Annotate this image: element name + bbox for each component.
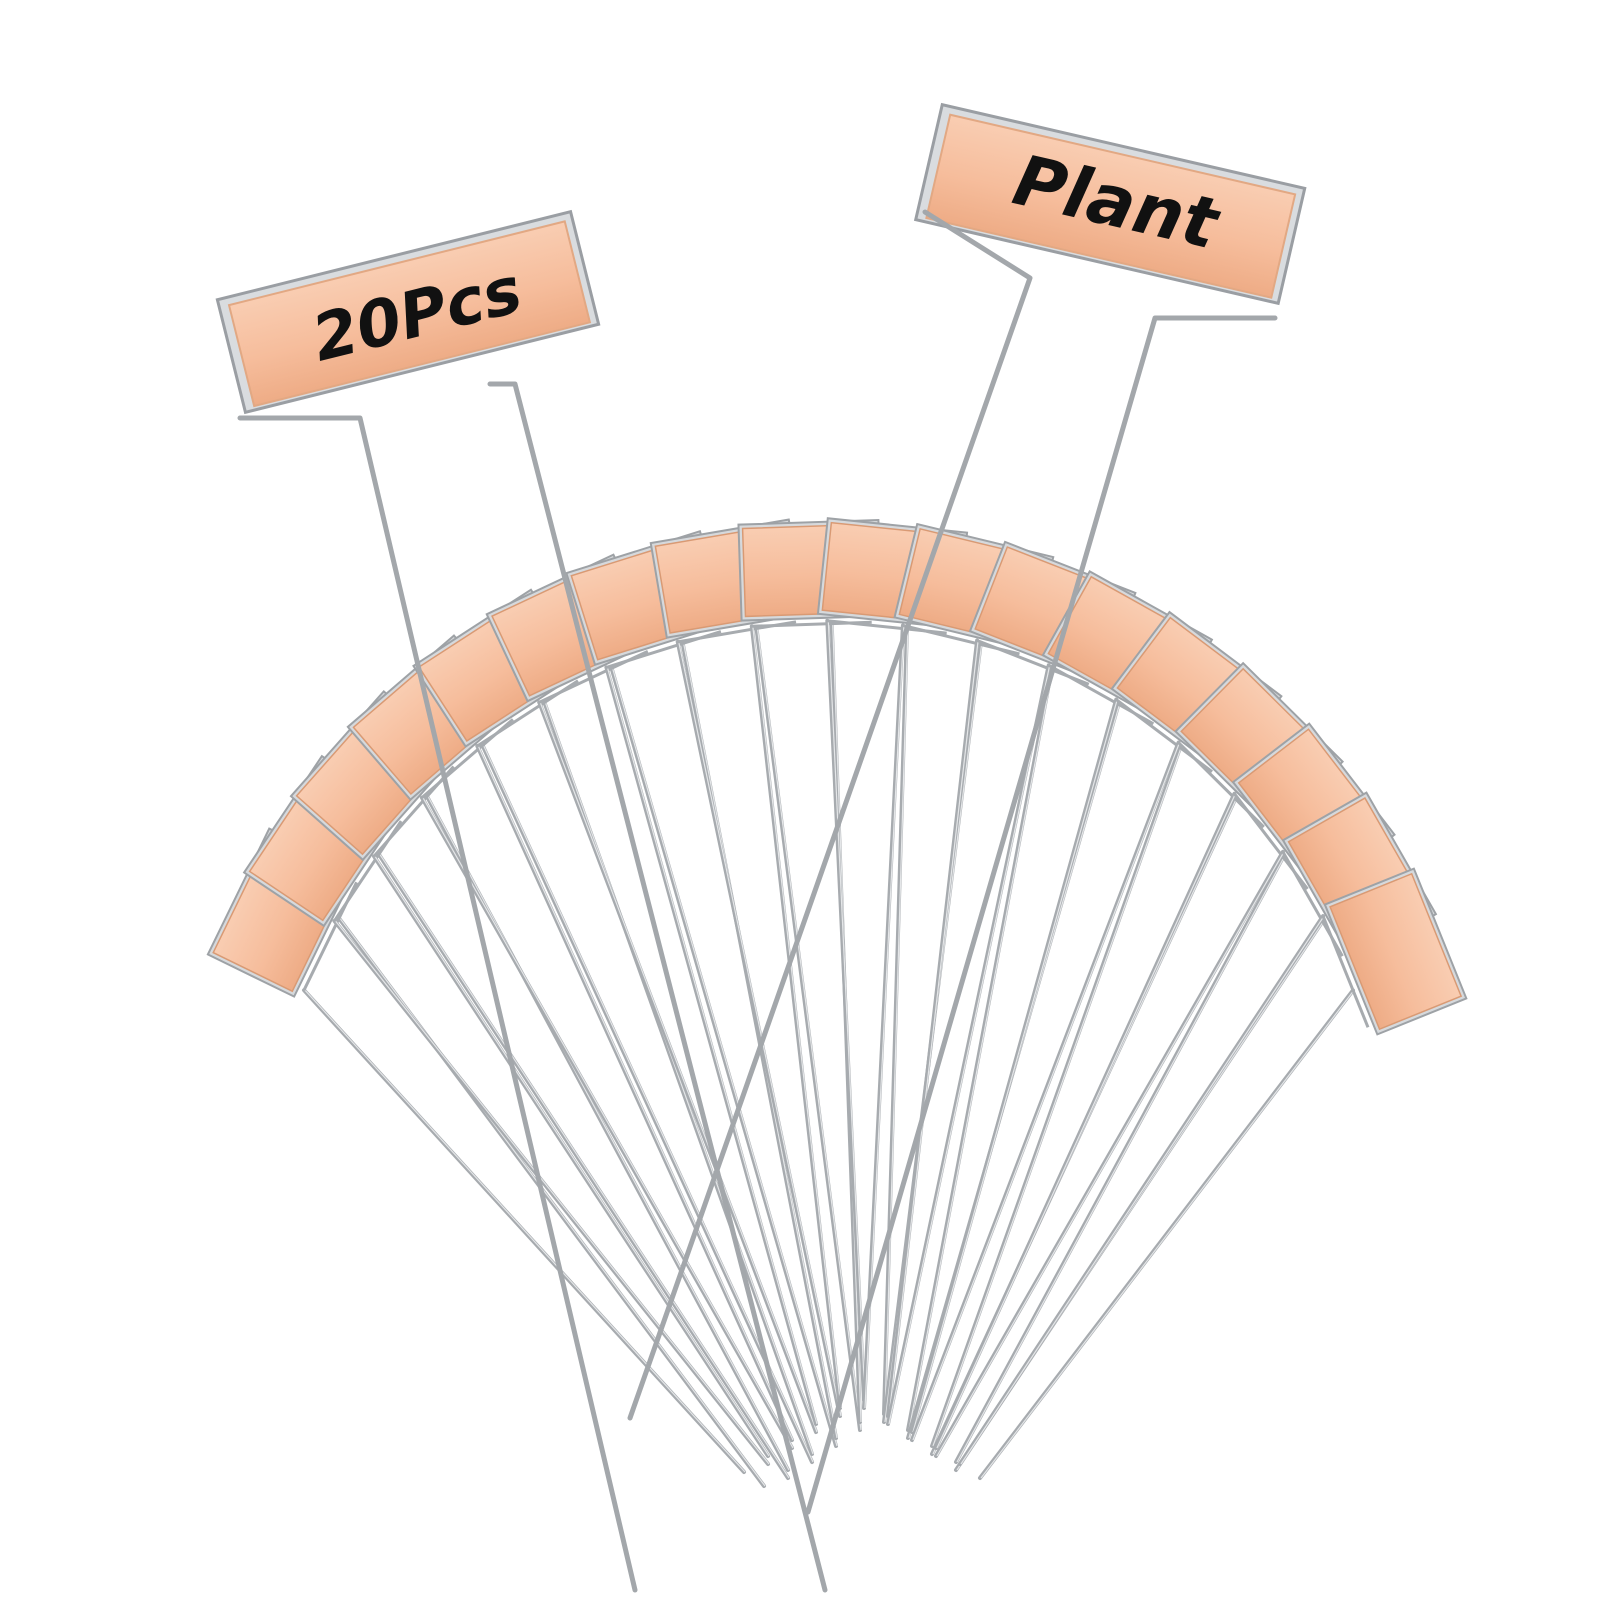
stake-wire (958, 914, 1325, 1466)
stake-wire-highlight (379, 854, 790, 1479)
stake-wire-highlight (339, 917, 766, 1487)
stake-wire (862, 623, 905, 1410)
stake-wire (609, 666, 838, 1448)
stake-wire (754, 626, 862, 1432)
stake-wire (934, 849, 1285, 1458)
stake-wire-highlight (936, 851, 1285, 1457)
stake-wire-highlight (884, 628, 909, 1415)
stake-wire (332, 918, 770, 1466)
stake-wire (886, 663, 1051, 1426)
stake-wire (537, 700, 818, 1434)
stake-wire (910, 740, 1181, 1442)
stake-wire (604, 665, 818, 1426)
stake-wire-highlight (678, 641, 842, 1417)
stake-wire (302, 988, 746, 1474)
stake-wire (934, 791, 1237, 1450)
stake-wire (906, 667, 1054, 1432)
stake-wire (542, 700, 814, 1456)
stake-wire-highlight (752, 626, 842, 1409)
stake-wire (886, 638, 980, 1418)
stake-wire-highlight (864, 625, 905, 1409)
fanned-plant-stakes (206, 517, 1468, 1488)
stake-wire (954, 855, 1286, 1464)
stake-tag (1323, 867, 1468, 1036)
stake-wire-highlight (932, 747, 1182, 1447)
stake-wire-highlight (827, 620, 866, 1401)
stake-wire (419, 795, 794, 1450)
stake-wire (475, 744, 794, 1442)
stake-wire-highlight (544, 702, 814, 1455)
stake-wire-highlight (960, 915, 1325, 1465)
stake-wire-highlight (427, 796, 790, 1471)
stake-wire (930, 745, 1183, 1448)
stake-wire (376, 852, 790, 1480)
stake-wire-highlight (912, 742, 1181, 1441)
stake-crossbar (1321, 915, 1370, 1028)
stake-wire (978, 988, 1355, 1480)
stake-wire-highlight (612, 668, 838, 1447)
stake-wire (749, 624, 842, 1410)
plant-stake-plant: Plant (627, 102, 1307, 1515)
stake-wire-highlight (374, 855, 770, 1457)
stake-wire (882, 627, 909, 1416)
stake-wire-highlight (888, 640, 979, 1417)
tag-plate (1329, 872, 1463, 1031)
stake-wire-highlight (539, 702, 818, 1433)
stake-wire-highlight (912, 699, 1118, 1433)
stake-wire-highlight (908, 669, 1054, 1431)
stake-wire (910, 697, 1119, 1434)
stake-wire-highlight (956, 856, 1285, 1463)
stake-wire (480, 743, 814, 1464)
stake-wire-highlight (980, 989, 1355, 1479)
stake-wire-highlight (888, 665, 1051, 1425)
stake-wire-highlight (483, 745, 814, 1463)
stake-wire-highlight (334, 920, 770, 1465)
stake-wire (675, 639, 842, 1418)
stake-wire-highlight (304, 989, 746, 1473)
stake-wire (372, 854, 770, 1458)
stake-wire (825, 618, 866, 1402)
stake-wire-highlight (936, 793, 1236, 1449)
stake-wire-highlight (422, 797, 794, 1449)
stake-wire-highlight (756, 628, 862, 1431)
stake-wire-highlight (477, 745, 794, 1441)
stake-wire-highlight (606, 667, 818, 1425)
